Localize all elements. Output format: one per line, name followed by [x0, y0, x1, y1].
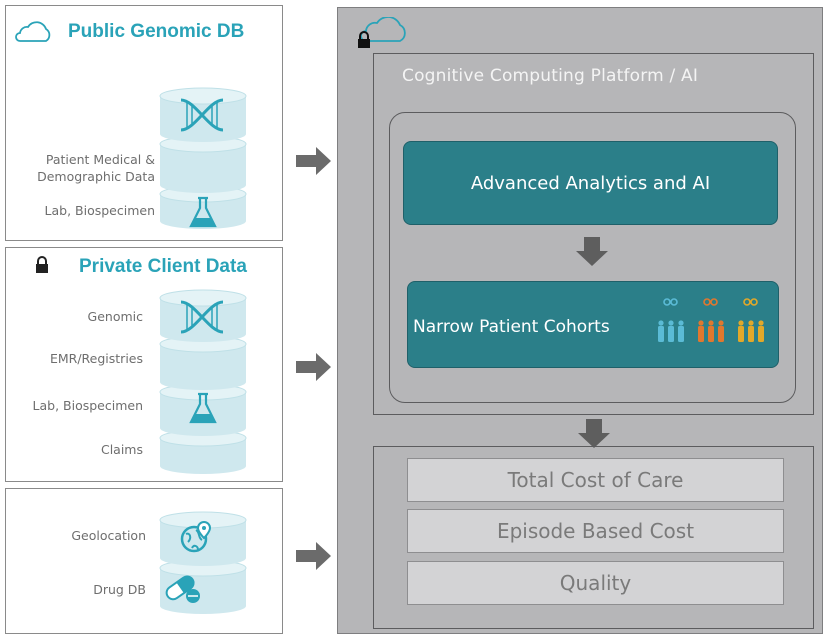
private-panel-title: Private Client Data: [79, 256, 247, 277]
patient-cohorts-icon: [658, 298, 764, 342]
db-label-emr-registries: EMR/Registries: [49, 351, 143, 366]
db-label-genomic: Genomic: [87, 309, 143, 324]
advanced-analytics-box: Advanced Analytics and AI: [403, 141, 778, 225]
arrow-right-icon: [296, 542, 331, 570]
narrow-patient-cohorts-label: Narrow Patient Cohorts: [413, 317, 610, 337]
flask-icon: [189, 196, 217, 228]
outcomes-frame: [373, 446, 814, 629]
db-label-claims: Claims: [100, 442, 143, 457]
lock-icon: [36, 256, 48, 273]
db-label-geolocation: Geolocation: [71, 528, 146, 543]
arrow-down-icon: [576, 237, 608, 266]
outcome-episode-based-cost: Episode Based Cost: [407, 509, 784, 553]
arrow-right-icon: [296, 353, 331, 381]
flask-icon: [189, 392, 217, 424]
db-label-lab-biospecimen: Lab, Biospecimen: [32, 398, 143, 413]
analytics-frame: [389, 112, 796, 403]
db-label-drug-db: Drug DB: [93, 582, 146, 597]
platform-frame: [373, 53, 814, 415]
arrow-down-icon: [578, 419, 610, 448]
platform-title: Cognitive Computing Platform / AI: [402, 66, 699, 86]
pills-icon: [165, 575, 200, 603]
arrow-right-icon: [296, 147, 331, 175]
lock-icon: [358, 31, 370, 48]
advanced-analytics-label: Advanced Analytics and AI: [470, 173, 711, 194]
globe-pin-icon: [180, 520, 212, 553]
dna-icon: [180, 98, 224, 132]
cloud-icon: [15, 21, 51, 42]
db-label-lab-biospecimen: Lab, Biospecimen: [44, 203, 155, 218]
narrow-patient-cohorts-box: Narrow Patient Cohorts: [407, 281, 779, 368]
outcome-total-cost-of-care: Total Cost of Care: [407, 458, 784, 502]
public-panel-title: Public Genomic DB: [68, 21, 245, 42]
outcome-quality: Quality: [407, 561, 784, 605]
db-label-patient-medical: Patient Medical & Demographic Data: [37, 152, 155, 184]
dna-icon: [180, 300, 224, 334]
